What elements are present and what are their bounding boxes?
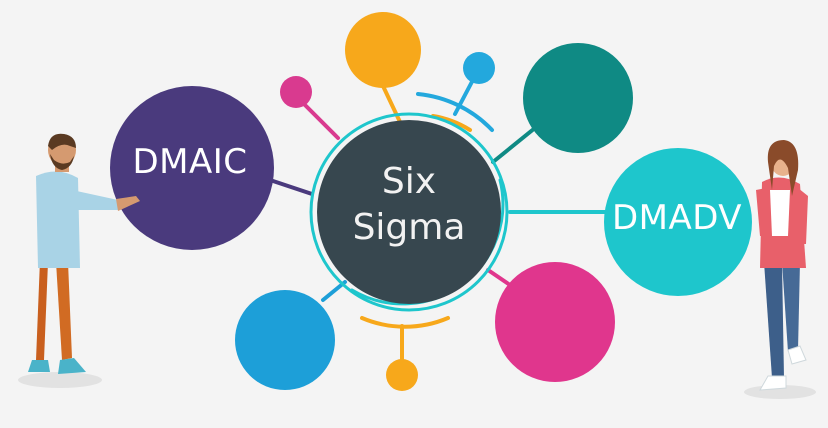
- center-ring: [309, 112, 509, 312]
- node-dmaic: [110, 86, 274, 250]
- node-orange-top: [345, 12, 421, 88]
- node-orange-bottom: [386, 359, 418, 391]
- connector-lightblue: [453, 74, 477, 116]
- six-sigma-line2: Sigma: [352, 207, 466, 248]
- node-magenta-small: [280, 76, 312, 108]
- node-lightblue-small: [463, 52, 495, 84]
- connector-teal: [491, 126, 537, 164]
- woman-standing-figure: [744, 140, 816, 399]
- connectors: [268, 74, 608, 362]
- node-teal: [523, 43, 633, 153]
- dmadv-label: DMADV: [611, 198, 743, 238]
- node-pink: [495, 262, 615, 382]
- six-sigma-line1: Six: [381, 161, 437, 202]
- man-pointing-figure: [18, 133, 140, 388]
- node-blue: [235, 290, 335, 390]
- six-sigma-title: Six Sigma: [353, 159, 466, 251]
- center-node: [317, 120, 501, 304]
- arc-orange-bottom: [360, 316, 450, 329]
- connector-pink: [486, 268, 512, 287]
- node-dmadv: [604, 148, 752, 296]
- dmaic-label: DMAIC: [132, 142, 248, 182]
- connector-dmaic: [268, 178, 314, 196]
- connector-magenta: [298, 98, 340, 140]
- arc-cyan-outer: [416, 92, 494, 132]
- connector-blue: [321, 280, 347, 302]
